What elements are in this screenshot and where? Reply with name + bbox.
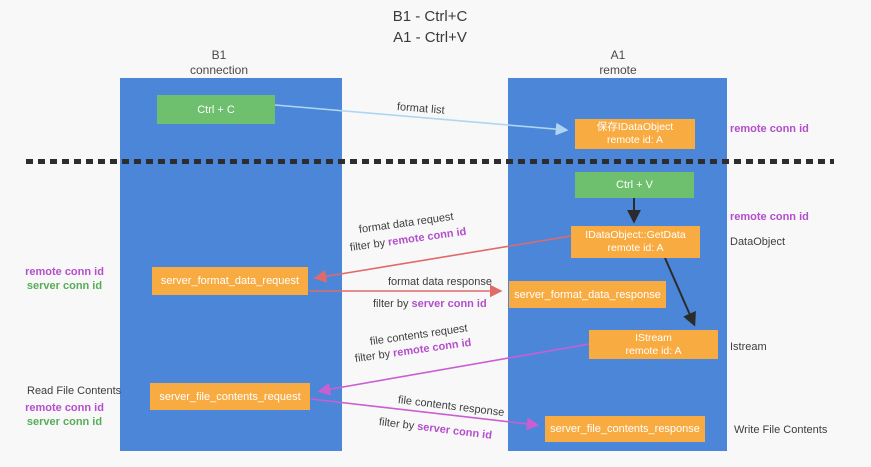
label-remote-conn-id-format: remote conn id — [25, 266, 104, 278]
label-remote-conn-id-file: remote conn id — [25, 402, 104, 414]
node-istream: IStream remote id: A — [589, 330, 718, 359]
diagram-title: B1 - Ctrl+C A1 - Ctrl+V — [300, 6, 560, 48]
filter-by-prefix: filter by — [354, 347, 394, 365]
label-server-conn-id-format: server conn id — [26, 280, 103, 292]
column-header-b1: B1 connection — [158, 48, 280, 78]
filter-by-prefix: filter by — [373, 298, 412, 310]
label-istream: Istream — [730, 341, 767, 353]
node-istream-line1: IStream — [635, 331, 672, 344]
flow-label-format-list: format list — [396, 101, 446, 117]
filter-server-conn-id: server conn id — [416, 420, 493, 442]
label-write-file-contents: Write File Contents — [734, 424, 828, 436]
column-a1-role: remote — [599, 63, 637, 77]
column-b1-name: B1 — [211, 48, 227, 62]
node-ctrl-c: Ctrl + C — [157, 95, 275, 124]
flow-label-file-contents-response: file contents response — [397, 394, 505, 419]
node-save-idataobject: 保存IDataObject remote id: A — [575, 119, 695, 149]
label-remote-conn-id-mid: remote conn id — [730, 211, 809, 223]
diagram-title-line2: A1 - Ctrl+V — [393, 29, 467, 46]
node-server-file-contents-request: server_file_contents_request — [150, 383, 310, 410]
label-read-file-contents: Read File Contents — [27, 385, 122, 397]
flow-label-format-data-response: format data response — [388, 276, 492, 288]
flow-label-filter-server-2: filter by server conn id — [378, 416, 492, 442]
filter-server-conn-id: server conn id — [411, 298, 487, 310]
diagram-title-line1: B1 - Ctrl+C — [392, 8, 468, 25]
node-save-idataobject-line2: remote id: A — [606, 134, 664, 146]
column-a1-name: A1 — [610, 48, 626, 62]
node-server-format-data-request: server_format_data_request — [152, 267, 308, 295]
label-remote-conn-id-top: remote conn id — [730, 123, 809, 135]
phase-separator-dashed-line — [26, 159, 834, 164]
label-conn-ids-format: remote conn id server conn id — [17, 265, 112, 293]
node-idataobject-getdata: IDataObject::GetData remote id: A — [571, 226, 700, 258]
node-istream-line2: remote id: A — [625, 344, 682, 357]
label-conn-ids-file: remote conn id server conn id — [17, 401, 112, 429]
node-getdata-line1: IDataObject::GetData — [585, 229, 686, 241]
label-server-conn-id-file: server conn id — [26, 416, 103, 428]
flow-label-filter-server-1: filter by server conn id — [373, 298, 487, 310]
column-header-a1: A1 remote — [557, 48, 679, 78]
column-b1-role: connection — [189, 63, 249, 77]
node-server-file-contents-response: server_file_contents_response — [545, 416, 705, 442]
node-ctrl-v: Ctrl + V — [575, 172, 694, 198]
filter-by-prefix: filter by — [378, 416, 418, 433]
label-dataobject: DataObject — [730, 236, 786, 248]
node-server-format-data-response: server_format_data_response — [509, 281, 666, 308]
filter-by-prefix: filter by — [349, 236, 389, 254]
node-getdata-line2: remote id: A — [607, 242, 664, 254]
node-save-idataobject-line1: 保存IDataObject — [596, 121, 674, 133]
